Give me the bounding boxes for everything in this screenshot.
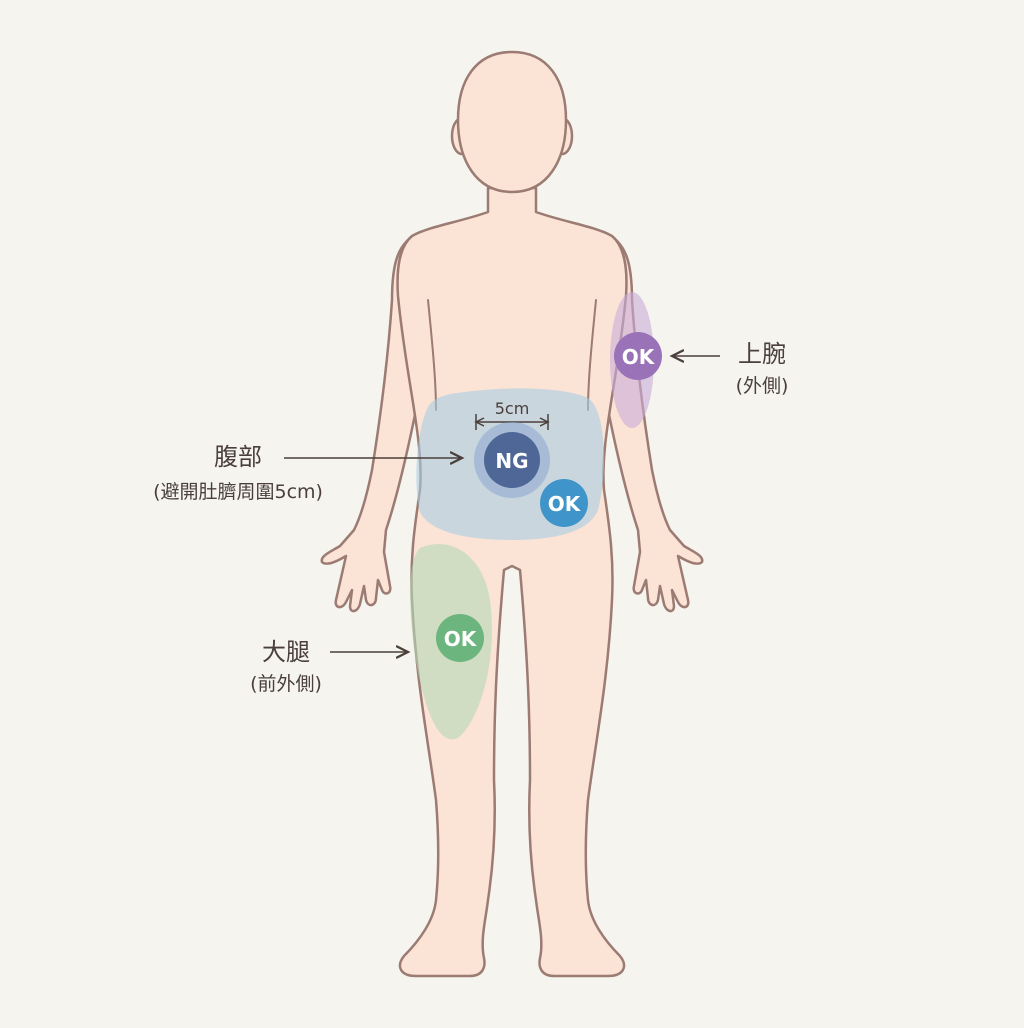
abdomen-ok-badge: OK bbox=[540, 479, 588, 527]
upper-arm-ok-badge: OK bbox=[614, 332, 662, 380]
abdomen-title: 腹部 bbox=[214, 443, 262, 471]
dimension-label: 5cm bbox=[495, 399, 530, 418]
upper-arm-note: (外側) bbox=[736, 375, 789, 397]
thigh-ok-badge: OK bbox=[436, 614, 484, 662]
thigh-title: 大腿 bbox=[262, 638, 310, 666]
leader-arrows bbox=[284, 356, 720, 652]
head bbox=[456, 50, 568, 194]
ng-badge: NG bbox=[474, 422, 550, 498]
upper-arm-ok-text: OK bbox=[622, 345, 656, 369]
body-figure bbox=[320, 50, 704, 978]
thigh-ok-text: OK bbox=[444, 627, 478, 651]
abdomen-ok-text: OK bbox=[548, 492, 582, 516]
label-upper-arm: 上腕 (外側) bbox=[736, 340, 789, 397]
label-abdomen: 腹部 (避開肚臍周圍5cm) bbox=[153, 443, 323, 503]
ng-badge-text: NG bbox=[495, 449, 528, 473]
abdomen-note: (避開肚臍周圍5cm) bbox=[153, 481, 323, 503]
label-thigh: 大腿 (前外側) bbox=[250, 638, 322, 695]
thigh-note: (前外側) bbox=[250, 673, 322, 695]
upper-arm-title: 上腕 bbox=[738, 340, 786, 368]
